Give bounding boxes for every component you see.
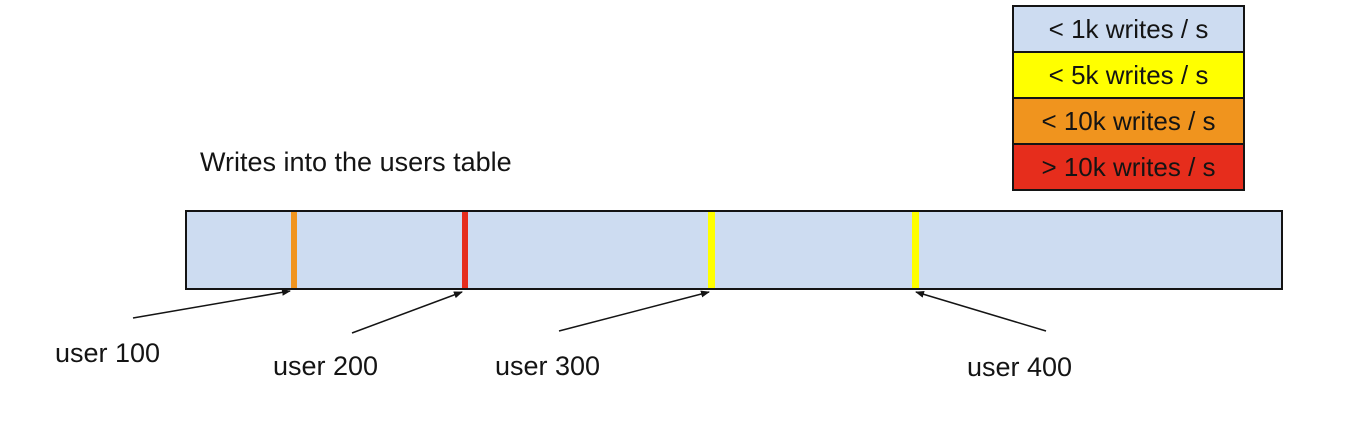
legend-item: < 1k writes / s [1014, 7, 1243, 53]
write-rate-stripe [912, 212, 919, 288]
legend-item-label: > 10k writes / s [1041, 151, 1216, 182]
pointer-arrow [915, 290, 1047, 332]
diagram-title: Writes into the users table [200, 147, 512, 177]
legend-item-label: < 1k writes / s [1048, 13, 1209, 44]
user-label: user 400 [967, 352, 1073, 382]
user-label: user 300 [495, 351, 601, 381]
user-label: user 200 [273, 351, 379, 381]
users-table-bar [185, 210, 1283, 290]
write-rate-stripe [291, 212, 297, 288]
write-rate-stripe [708, 212, 715, 288]
legend-item: < 5k writes / s [1014, 53, 1243, 99]
legend-item-label: < 5k writes / s [1048, 59, 1209, 90]
legend-item: < 10k writes / s [1014, 99, 1243, 145]
legend: < 1k writes / s < 5k writes / s < 10k writ… [1012, 5, 1245, 191]
pointer-arrow [351, 291, 463, 334]
pointer-arrow [132, 288, 291, 319]
legend-item: > 10k writes / s [1014, 145, 1243, 189]
pointer-arrow [558, 290, 710, 332]
write-rate-stripe [462, 212, 468, 288]
user-label: user 100 [55, 338, 161, 368]
legend-item-label: < 10k writes / s [1041, 105, 1216, 136]
